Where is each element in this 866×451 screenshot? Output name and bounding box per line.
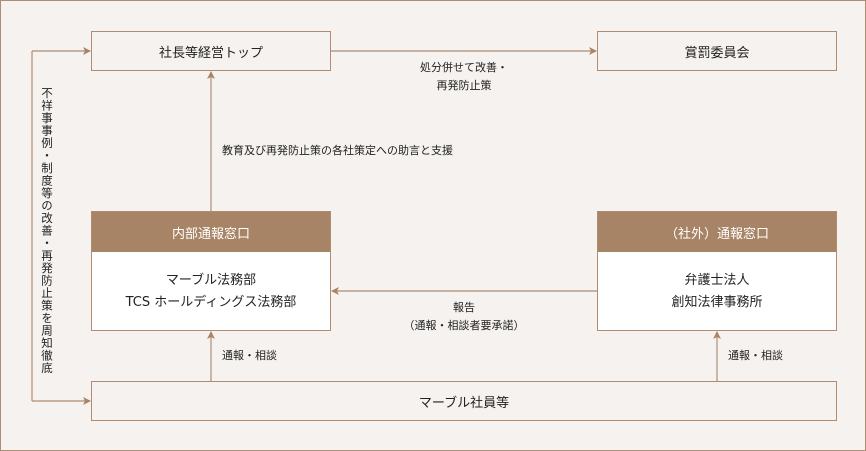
label-left-feedback: 不祥事事例・制度等の改善・再発防止策を周知徹底	[40, 87, 54, 375]
external-desk-line: 弁護士法人	[684, 272, 750, 288]
label-internal-to-top: 教育及び再発防止策の各社策定への助言と支援	[222, 144, 453, 157]
external-desk-header: （社外）通報窓口	[598, 212, 836, 252]
label-top-to-committee: 処分併せて改善・ 再発防止策	[384, 59, 544, 95]
node-top-management: 社長等経営トップ	[91, 31, 331, 71]
node-employees: マーブル社員等	[91, 381, 837, 421]
node-external-desk: （社外）通報窓口 弁護士法人 創知法律事務所	[597, 211, 837, 331]
label-employees-to-external: 通報・相談	[728, 349, 783, 362]
label-line: 処分併せて改善・	[420, 61, 508, 74]
external-desk-line: 創知法律事務所	[671, 294, 763, 310]
internal-desk-line: TCS ホールディングス法務部	[125, 294, 297, 310]
label-external-to-internal: 報告 （通報・相談者要承諾）	[374, 299, 554, 335]
label-line: （通報・相談者要承諾）	[403, 319, 525, 332]
node-internal-desk: 内部通報窓口 マーブル法務部 TCS ホールディングス法務部	[91, 211, 331, 331]
label-employees-to-internal: 通報・相談	[222, 349, 277, 362]
label-line: 報告	[453, 301, 475, 314]
label-line: 再発防止策	[436, 79, 492, 92]
internal-desk-line: マーブル法務部	[165, 272, 257, 288]
node-committee: 賞罰委員会	[597, 31, 837, 71]
internal-desk-header: 内部通報窓口	[92, 212, 330, 252]
